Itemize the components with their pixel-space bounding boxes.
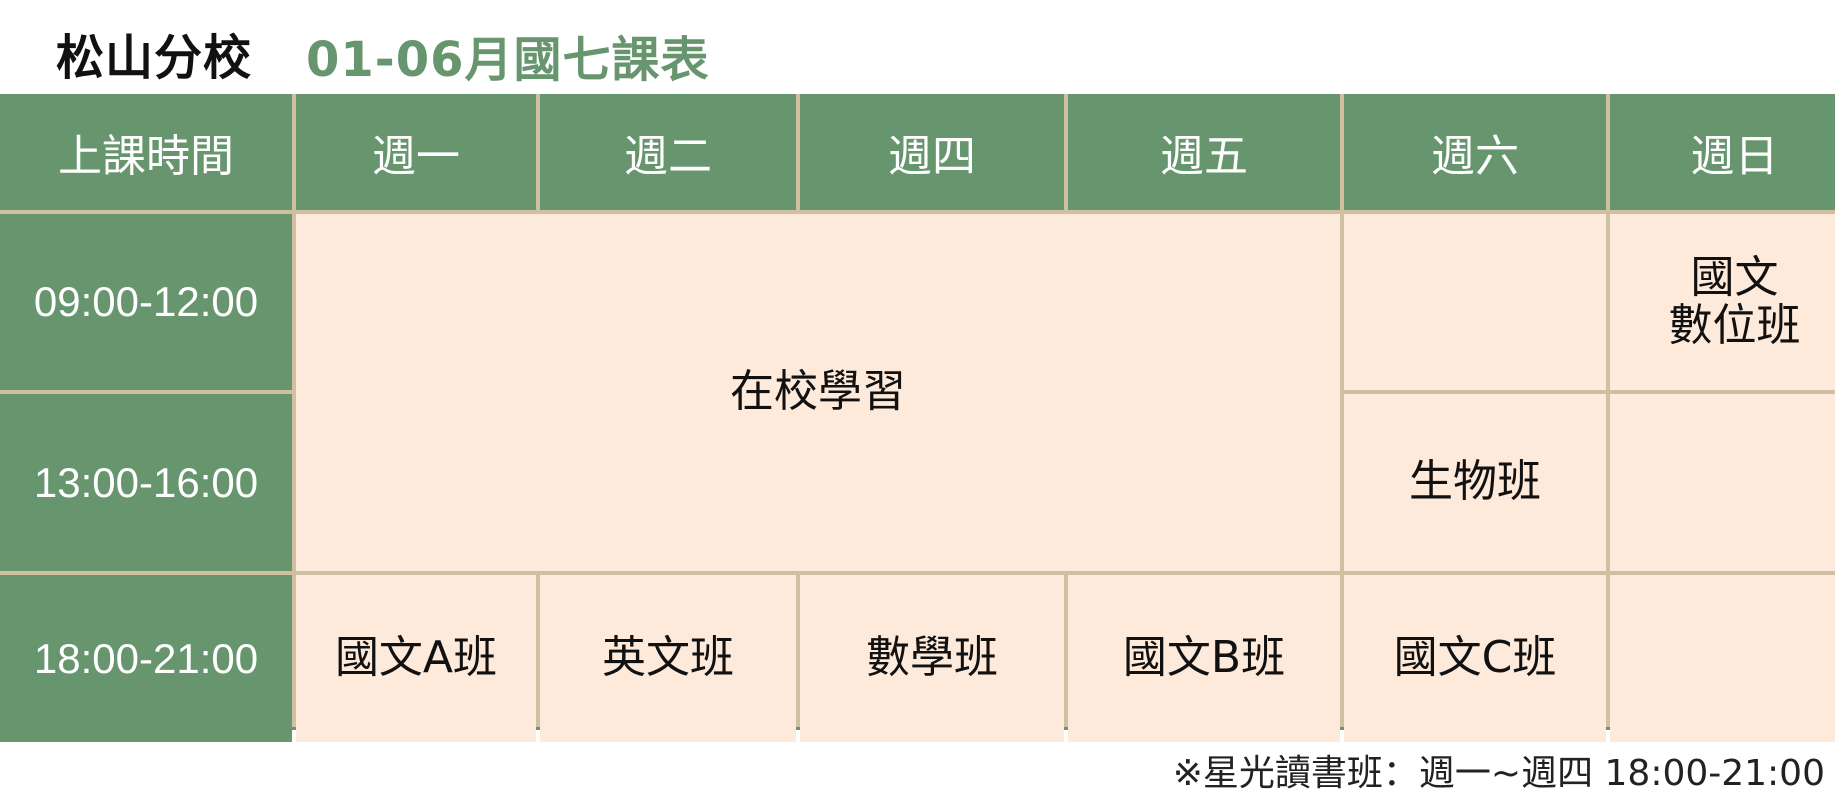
column-header-tuesday: 週二 <box>540 94 796 210</box>
evening-class-friday: 國文B班 <box>1068 575 1340 742</box>
evening-class-saturday: 國文C班 <box>1344 575 1606 742</box>
evening-class-thursday: 數學班 <box>800 575 1064 742</box>
timetable-grid: 上課時間 週一 週二 週四 週五 週六 週日 09:00-12:00 13:00… <box>0 94 1835 742</box>
footnote: ※星光讀書班：週一~週四 18:00-21:00 <box>1172 753 1825 794</box>
school-name: 松山分校 <box>56 30 253 86</box>
column-header-saturday: 週六 <box>1344 94 1606 210</box>
saturday-afternoon-class: 生物班 <box>1344 394 1606 571</box>
evening-sunday-empty <box>1610 575 1835 742</box>
column-header-time: 上課時間 <box>0 94 292 210</box>
evening-class-tuesday: 英文班 <box>540 575 796 742</box>
sunday-morning-class: 國文 數位班 <box>1610 214 1835 390</box>
column-header-friday: 週五 <box>1068 94 1340 210</box>
title-bar: 松山分校 01-06月國七課表 <box>0 0 1835 96</box>
saturday-morning-empty <box>1344 214 1606 390</box>
time-slot-evening: 18:00-21:00 <box>0 575 292 742</box>
evening-class-monday: 國文A班 <box>296 575 536 742</box>
time-slot-morning: 09:00-12:00 <box>0 214 292 390</box>
column-header-sunday: 週日 <box>1610 94 1835 210</box>
in-school-block: 在校學習 <box>296 214 1340 571</box>
column-header-thursday: 週四 <box>800 94 1064 210</box>
time-slot-afternoon: 13:00-16:00 <box>0 394 292 571</box>
sunday-afternoon-empty <box>1610 394 1835 571</box>
schedule-title: 01-06月國七課表 <box>306 32 710 88</box>
column-header-monday: 週一 <box>296 94 536 210</box>
